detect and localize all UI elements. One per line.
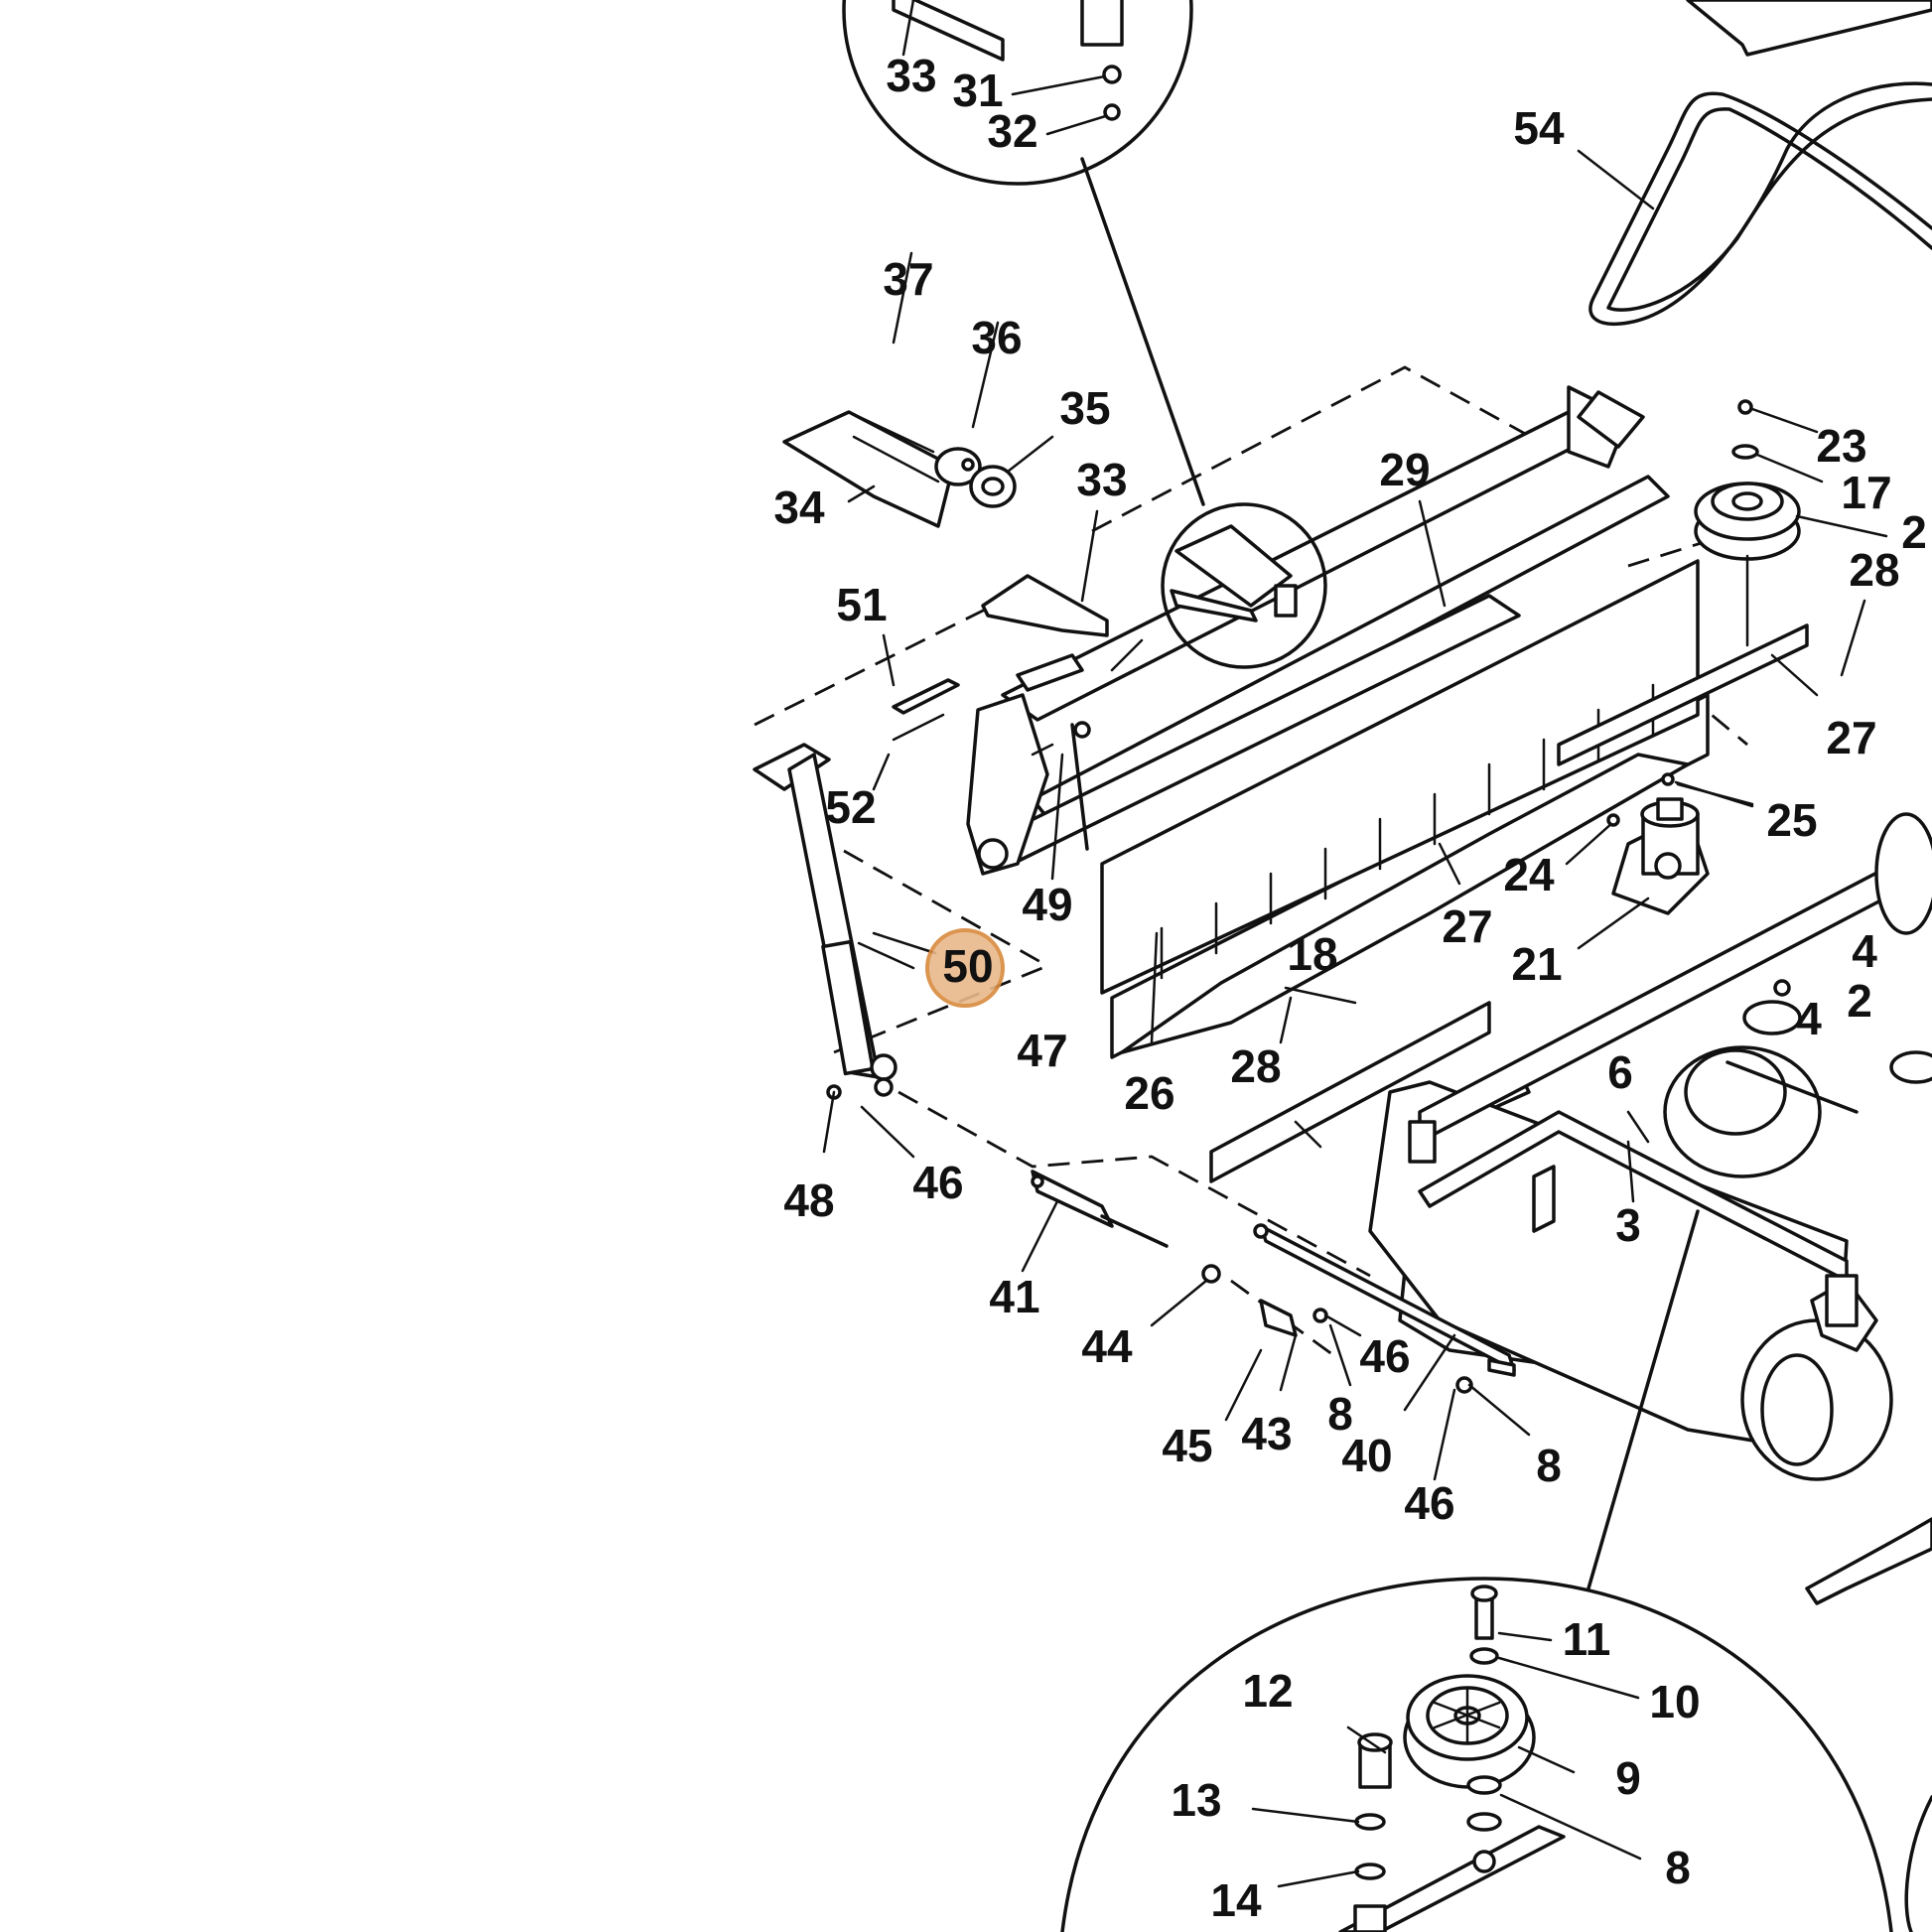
callout-33: 33: [886, 50, 936, 101]
callout-24: 24: [1503, 849, 1555, 900]
callout-14: 14: [1210, 1874, 1262, 1926]
lower-linkage: [1031, 1170, 1516, 1394]
upper-pulley: [1694, 399, 1888, 647]
callout-32: 32: [987, 105, 1037, 157]
callout-4: 4: [1796, 993, 1822, 1044]
callout-3: 3: [1615, 1199, 1641, 1251]
leader-lines: [822, 251, 1866, 1481]
callout-41: 41: [989, 1271, 1039, 1322]
lift-lever-50: [753, 743, 937, 1100]
callout-28: 28: [1849, 544, 1899, 596]
callout-8: 8: [1665, 1842, 1691, 1893]
part-49-bracket: [966, 693, 1091, 876]
callout-36: 36: [971, 312, 1022, 363]
callout-52: 52: [825, 781, 876, 833]
callout-28: 28: [1230, 1040, 1281, 1092]
top-detail-circle: [842, 0, 1205, 506]
drive-belt-54: [1577, 81, 1932, 326]
highlight-marker: [925, 928, 1005, 1008]
callout-4: 4: [1852, 925, 1877, 977]
callout-31: 31: [952, 65, 1003, 116]
callout-37: 37: [883, 253, 933, 305]
callout-46: 46: [1359, 1330, 1410, 1382]
callout-43: 43: [1241, 1408, 1292, 1459]
top-right-plate: [1686, 0, 1932, 57]
callout-2: 2: [1847, 975, 1872, 1027]
part-36-coupler: [934, 447, 1017, 508]
callout-40: 40: [1341, 1430, 1392, 1481]
callout-2: 2: [1901, 506, 1927, 558]
spindle-pulley: [1684, 1048, 1787, 1136]
rod-4: [1725, 979, 1859, 1114]
callout-33: 33: [1076, 454, 1127, 505]
part-34-plate: [782, 410, 955, 528]
callout-12: 12: [1242, 1665, 1293, 1717]
callout-27: 27: [1442, 900, 1492, 952]
part-51-52: [892, 638, 1144, 742]
callout-11: 11: [1563, 1613, 1611, 1665]
callout-23: 23: [1816, 420, 1866, 472]
callout-44: 44: [1081, 1320, 1133, 1372]
callout-8: 8: [1327, 1388, 1353, 1440]
callout-51: 51: [836, 579, 887, 630]
mid-detail-circle: [1161, 502, 1327, 669]
blade-edge: [1805, 1517, 1932, 1605]
callout-9: 9: [1615, 1752, 1641, 1804]
callout-21: 21: [1511, 938, 1562, 990]
callout-46: 46: [912, 1157, 963, 1208]
callout-48: 48: [783, 1174, 834, 1226]
callout-26: 26: [1124, 1067, 1174, 1119]
callout-8: 8: [1536, 1440, 1562, 1491]
callout-labels: 33 31 32 54 37 36 35 34 33 29 23 17 2 28…: [773, 50, 1926, 1926]
bottom-detail-circle: [1060, 1209, 1932, 1932]
callout-25: 25: [1766, 794, 1817, 846]
caster-wheel: [1740, 1274, 1893, 1481]
callout-6: 6: [1607, 1046, 1633, 1098]
part-33-bracket: [981, 574, 1109, 637]
gearbox-21: [1565, 772, 1754, 950]
callout-10: 10: [1649, 1676, 1700, 1727]
callout-46: 46: [1404, 1477, 1454, 1529]
callout-49: 49: [1022, 879, 1072, 930]
callout-27: 27: [1826, 712, 1876, 763]
callout-47: 47: [1017, 1025, 1067, 1076]
callout-45: 45: [1162, 1420, 1212, 1471]
callout-17: 17: [1841, 467, 1891, 518]
callout-35: 35: [1059, 382, 1110, 434]
callout-54: 54: [1513, 102, 1565, 154]
callout-29: 29: [1379, 444, 1430, 495]
callout-50: 50: [942, 940, 993, 992]
callout-13: 13: [1171, 1774, 1221, 1826]
callout-18: 18: [1287, 928, 1337, 980]
callout-34: 34: [773, 482, 825, 533]
